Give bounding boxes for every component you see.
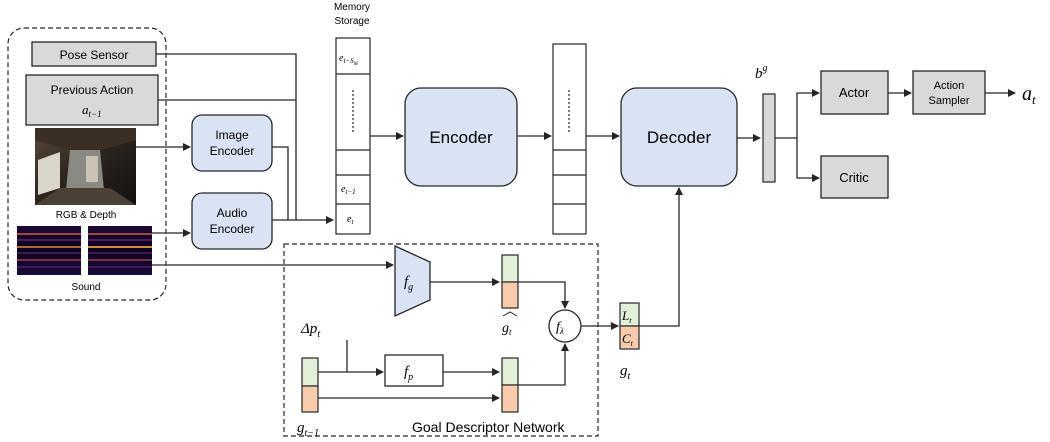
memory-slot-second-last: et−1 xyxy=(341,184,356,196)
spectrogram-right xyxy=(88,226,152,275)
g-category xyxy=(619,325,640,350)
critic-label: Critic xyxy=(839,170,869,185)
encoded-memory xyxy=(552,43,587,235)
belief-vector xyxy=(762,93,776,183)
rgb-depth-caption: RGB & Depth xyxy=(56,210,117,221)
fp-label: fp xyxy=(404,364,413,383)
ghat-label: gt xyxy=(502,321,512,337)
image-encoder-line1: Image xyxy=(215,128,249,142)
action-sampler-box xyxy=(912,70,986,115)
memory-title-line1: Memory xyxy=(334,2,370,13)
transformer-encoder-label: Encoder xyxy=(429,128,493,147)
previous-action-box xyxy=(25,74,159,126)
fp-box xyxy=(384,354,444,387)
g-location-label: Lt xyxy=(621,308,632,325)
belief-to-actor-arrow xyxy=(775,89,820,139)
ghat-to-flambda-arrow xyxy=(518,281,569,309)
audio-encoder-line1: Audio xyxy=(217,206,248,220)
spectrogram-left xyxy=(17,226,81,275)
action-output: at xyxy=(1022,83,1036,107)
fg-label: fg xyxy=(404,274,413,293)
belief-to-critic-arrow xyxy=(796,138,820,182)
deltap-to-fp-arrow xyxy=(346,340,384,376)
gprev-label: gt−1 xyxy=(297,420,319,439)
gprev-location xyxy=(301,357,319,387)
g-to-decoder-arrow xyxy=(639,187,683,327)
audio-encoder-box xyxy=(191,192,273,250)
action-sampler-line2: Sampler xyxy=(929,95,970,107)
gupdate-location xyxy=(501,357,519,386)
flambda-node xyxy=(548,309,582,343)
delta-p-label: Δpt xyxy=(300,321,320,340)
flambda-label: fλ xyxy=(556,320,564,336)
transformer-encoder-box xyxy=(404,87,518,187)
ghat-hat xyxy=(502,311,518,317)
goal-network-title: Goal Descriptor Network xyxy=(412,419,565,435)
rgb-image xyxy=(35,128,136,205)
transformer-decoder-label: Decoder xyxy=(647,128,712,147)
ghat-location xyxy=(501,254,519,283)
previous-action-label: Previous Action xyxy=(51,83,134,97)
memory-slot-last: et xyxy=(347,214,354,226)
sound-caption: Sound xyxy=(72,282,101,293)
transformer-decoder-box xyxy=(620,87,738,187)
image-encoder-box xyxy=(191,114,273,172)
critic-box xyxy=(820,155,889,199)
pose-sensor-label: Pose Sensor xyxy=(60,48,129,62)
gupdate-to-flambda-arrow xyxy=(518,343,569,386)
goal-network-outline xyxy=(283,243,599,437)
fg-network xyxy=(394,244,431,318)
memory-slot-first: et−SM xyxy=(339,53,359,67)
memory-storage xyxy=(335,37,371,235)
audio-encoder-line2: Encoder xyxy=(210,222,255,236)
pose-wire xyxy=(156,53,297,220)
belief-label: bg xyxy=(755,63,768,82)
ghat-category xyxy=(501,281,519,309)
actor-label: Actor xyxy=(839,85,870,100)
image-encoder-out-wire xyxy=(272,146,289,220)
memory-title-line2: Storage xyxy=(334,16,369,27)
gprev-category xyxy=(301,385,319,413)
action-sampler-line1: Action xyxy=(934,80,965,92)
gupdate-category xyxy=(501,384,519,413)
pose-sensor-box xyxy=(31,41,157,67)
g-category-label: Ct xyxy=(622,331,634,348)
previous-action-symbol: at−1 xyxy=(82,102,102,119)
image-encoder-line2: Encoder xyxy=(210,144,255,158)
g-output-label: gt xyxy=(620,363,631,382)
